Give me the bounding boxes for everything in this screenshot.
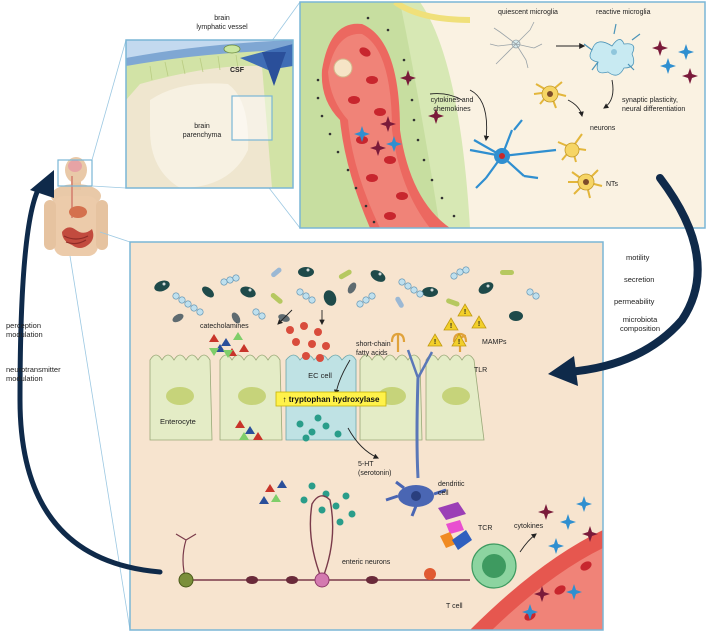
- svg-text:!: !: [478, 321, 480, 328]
- serotonin-label: 5-HT(serotonin): [358, 461, 391, 477]
- t-cell-label: T cell: [446, 603, 463, 610]
- catecholamines-label: catecholamines: [200, 323, 249, 330]
- tryptophan-hydroxylase-label: ↑ tryptophan hydroxylase: [283, 395, 380, 404]
- cytokines-gut-label: cytokines: [514, 523, 544, 530]
- svg-text:!: !: [464, 309, 466, 316]
- mamps-triangles: !!! !!: [427, 303, 487, 347]
- csf-label: CSF: [230, 67, 245, 74]
- tlr-label: TLR: [474, 367, 487, 374]
- label-permeability: permeability: [614, 297, 655, 306]
- svg-text:!: !: [450, 323, 452, 330]
- curved-arrows: [17, 170, 702, 575]
- svg-text:!: !: [458, 339, 460, 346]
- reactive-microglia-label: reactive microglia: [596, 9, 651, 16]
- ec-cell-label: EC cell: [308, 371, 332, 380]
- dendritic-cell: [385, 349, 447, 517]
- brain-to-gut-arrowhead: [548, 356, 578, 386]
- enterocyte-label: Enterocyte: [160, 417, 196, 426]
- secreted-molecules: [259, 480, 356, 526]
- tcr-label: TCR: [478, 525, 492, 532]
- reactive-microglia: [583, 23, 641, 76]
- vessel-border-dots: [316, 16, 456, 224]
- gut-panel-arrows: [277, 309, 537, 553]
- microbiota-cluster: [154, 266, 540, 324]
- gut-to-brain-arrowhead: [30, 170, 54, 198]
- neuron-yellow-bottom: [568, 169, 603, 199]
- cytokine-stars-brain: [354, 40, 698, 156]
- mamps-label: MAMPs: [482, 339, 507, 346]
- brain-detail-panel: quiescent microglia reactive microglia c…: [299, 1, 706, 229]
- gut-to-brain-arrow: [17, 183, 163, 575]
- red-blood-cells: [348, 47, 408, 220]
- quiescent-microglia: [489, 21, 543, 69]
- label-motility: motility: [626, 253, 650, 262]
- nts-label: NTs: [606, 181, 619, 188]
- right-side-labels: motility secretion permeability microbio…: [614, 253, 660, 333]
- gut-panel: !!! !!: [129, 241, 604, 631]
- zoom-highlight-box: [231, 95, 273, 141]
- synaptic-plasticity-label: synaptic plasticity,neural differentiati…: [622, 97, 685, 113]
- label-secretion: secretion: [624, 275, 654, 284]
- cytokine-stars-gut: [522, 496, 598, 620]
- t-cell: [438, 502, 517, 589]
- neurons-label: neurons: [590, 125, 616, 132]
- brain-to-gut-arrow: [564, 174, 702, 376]
- quiescent-microglia-label: quiescent microglia: [498, 9, 558, 16]
- scfa-molecules: [286, 322, 330, 362]
- brain-panel-arrows: [429, 79, 614, 142]
- neuron-yellow-top: [533, 81, 567, 109]
- neuron-blue: [469, 119, 557, 189]
- enteric-neurons-label: enteric neurons: [342, 559, 391, 566]
- enteric-neurons: [175, 495, 470, 588]
- catecholamines-cluster: [209, 332, 249, 358]
- neuron-yellow-synapse: [557, 133, 587, 163]
- head-highlight-box: [57, 159, 93, 187]
- svg-text:!: !: [434, 339, 436, 346]
- human-body-figure: [44, 157, 108, 256]
- tryptophan-hydroxylase-banner: [275, 391, 387, 407]
